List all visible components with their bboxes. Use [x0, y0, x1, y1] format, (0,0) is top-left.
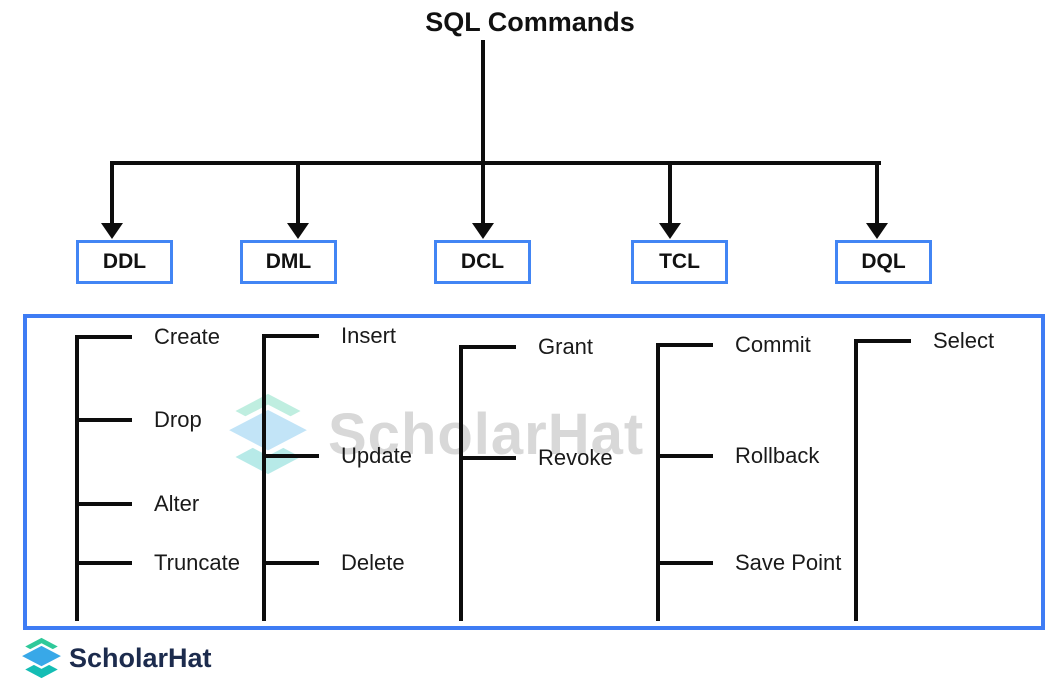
command-label-commit: Commit [735, 332, 811, 357]
branch-tick-update [264, 454, 319, 458]
command-label-grant: Grant [538, 334, 594, 359]
footer-brand: ScholarHat [18, 636, 212, 680]
arrow-head-icon-dcl [472, 223, 494, 239]
command-label-delete: Delete [341, 550, 405, 575]
arrow-line-tcl [668, 163, 672, 223]
branch-tick-alter [77, 502, 132, 506]
category-box-dcl: DCL [434, 240, 531, 284]
diagram-title: SQL Commands [425, 7, 635, 37]
command-label-insert: Insert [341, 323, 397, 348]
footer-brand-text: ScholarHat [69, 642, 212, 673]
column-line-dql [854, 339, 858, 621]
branch-tick-revoke [461, 456, 516, 460]
column-line-dcl [459, 345, 463, 621]
arrow-line-dql [875, 163, 879, 223]
command-label-alter: Alter [154, 491, 200, 516]
branch-horizontal-line [110, 161, 881, 165]
branch-tick-rollback [658, 454, 713, 458]
column-line-ddl [75, 335, 79, 621]
branch-tick-insert [264, 334, 319, 338]
root-stem-line [481, 40, 485, 165]
scholarhat-logo-icon [18, 636, 65, 680]
branch-tick-delete [264, 561, 319, 565]
arrow-head-icon-tcl [659, 223, 681, 239]
command-label-create: Create [154, 324, 221, 349]
category-box-ddl: DDL [76, 240, 173, 284]
command-label-revoke: Revoke [538, 445, 613, 470]
branch-tick-commit [658, 343, 713, 347]
branch-tick-save-point [658, 561, 713, 565]
column-line-tcl [656, 343, 660, 621]
branch-tick-grant [461, 345, 516, 349]
branch-tick-create [77, 335, 132, 339]
arrow-line-dml [296, 163, 300, 223]
arrow-head-icon-dql [866, 223, 888, 239]
command-label-update: Update [341, 443, 412, 468]
arrow-head-icon-dml [287, 223, 309, 239]
branch-tick-drop [77, 418, 132, 422]
column-line-dml [262, 334, 266, 621]
branch-tick-truncate [77, 561, 132, 565]
branch-tick-select [856, 339, 911, 343]
arrow-line-ddl [110, 163, 114, 223]
command-label-truncate: Truncate [154, 550, 241, 575]
arrow-head-icon-ddl [101, 223, 123, 239]
category-box-dql: DQL [835, 240, 932, 284]
category-box-tcl: TCL [631, 240, 728, 284]
category-box-dml: DML [240, 240, 337, 284]
command-label-drop: Drop [154, 407, 202, 432]
commands-container-box [23, 314, 1045, 630]
command-label-select: Select [933, 328, 995, 353]
arrow-line-dcl [481, 163, 485, 223]
command-label-rollback: Rollback [735, 443, 820, 468]
command-label-save-point: Save Point [735, 550, 842, 575]
